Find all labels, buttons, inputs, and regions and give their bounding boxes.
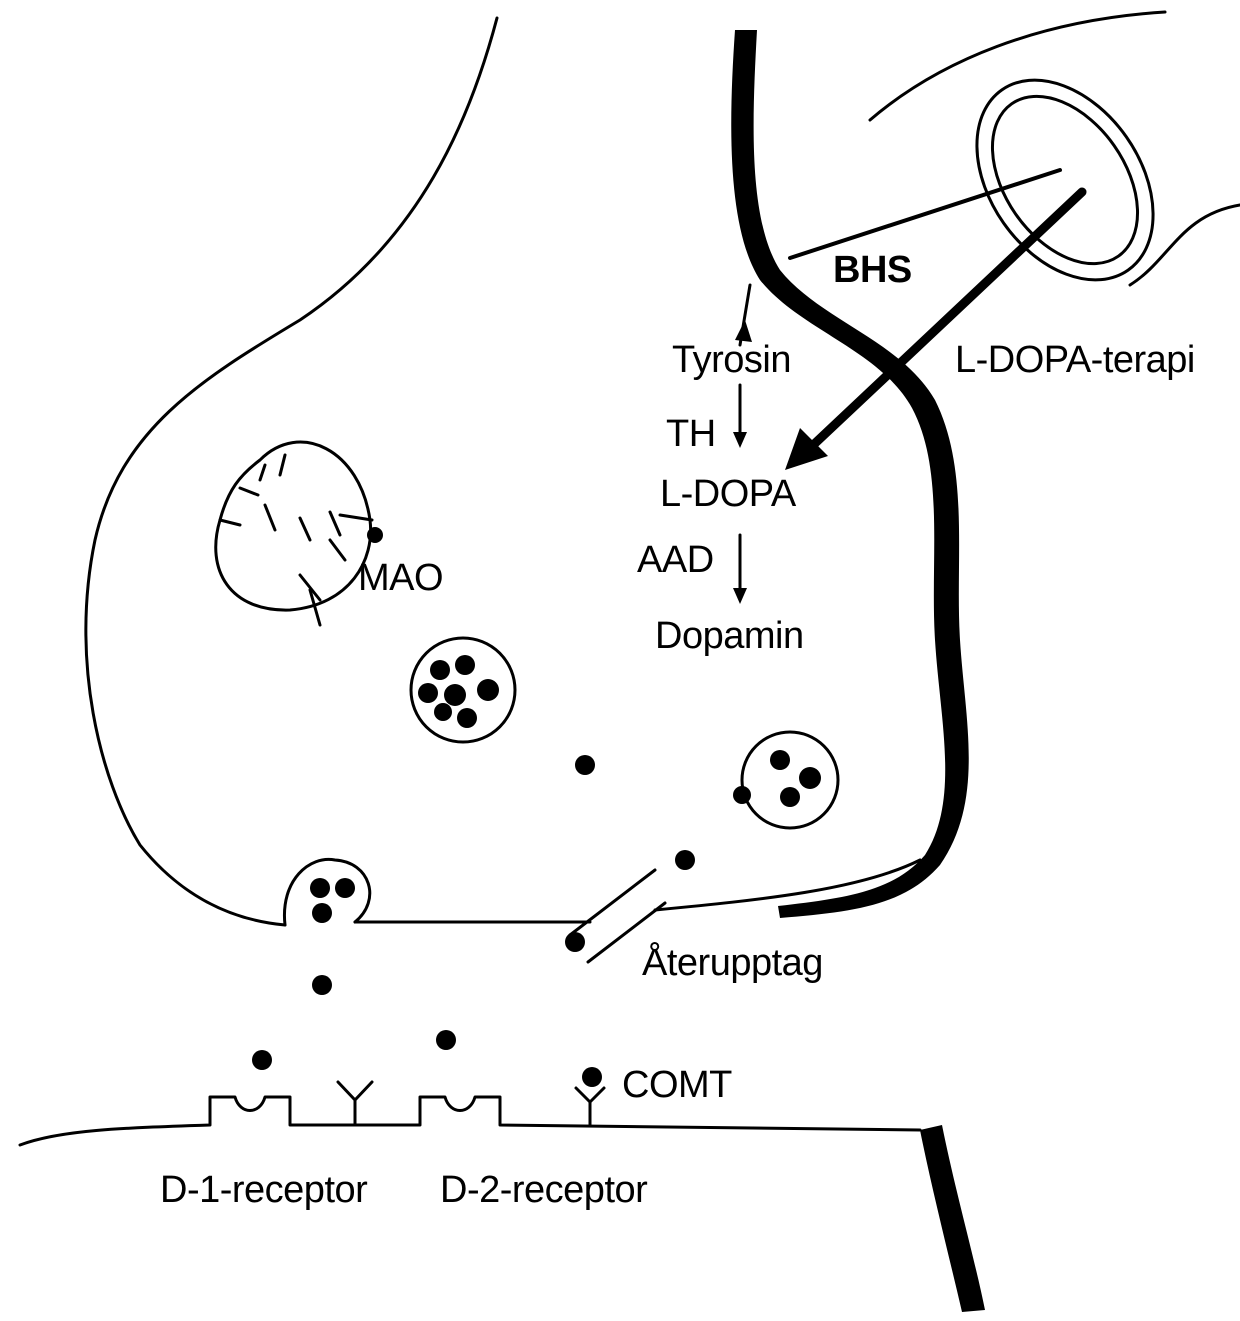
storage-vesicle-right [733,732,838,828]
capillary-vessel-line [870,12,1165,120]
label-tyrosine: Tyrosin [672,339,791,381]
label-d2-receptor: D-2-receptor [440,1169,648,1211]
dopamine-molecule-cleft-3 [252,1050,272,1070]
fusing-vesicle [284,859,369,925]
capillary-inner-ring [963,69,1168,290]
postsynaptic-membrane [20,1097,920,1145]
label-reuptake: Återupptag [642,940,823,984]
label-d1-receptor: D-1-receptor [160,1169,368,1211]
postsynaptic-thick-wall [920,1125,985,1312]
dopamine-molecule-cleft-1 [312,975,332,995]
label-th: TH [666,413,716,455]
storage-vesicle-large [411,638,515,742]
label-ldopa: L-DOPA [660,473,797,515]
comt-site [576,1067,604,1125]
dopamine-molecule-cleft-2 [436,1030,456,1050]
label-ldopa-therapy: L-DOPA-terapi [955,339,1195,381]
label-mao: MAO [358,557,443,599]
th-arrowhead [733,432,747,448]
dopamine-molecule-cytosol [575,755,595,775]
label-bhs: BHS [833,249,912,291]
ldopa-therapy-arrow-shaft [810,192,1082,448]
capillary-outer-ring [940,47,1189,313]
label-dopamine: Dopamin [655,615,804,657]
label-aad: AAD [637,539,714,581]
d2-receptor-y-middle [338,1082,372,1125]
label-comt: COMT [622,1064,732,1106]
presynaptic-membrane [86,18,497,925]
aad-arrowhead [733,588,747,604]
